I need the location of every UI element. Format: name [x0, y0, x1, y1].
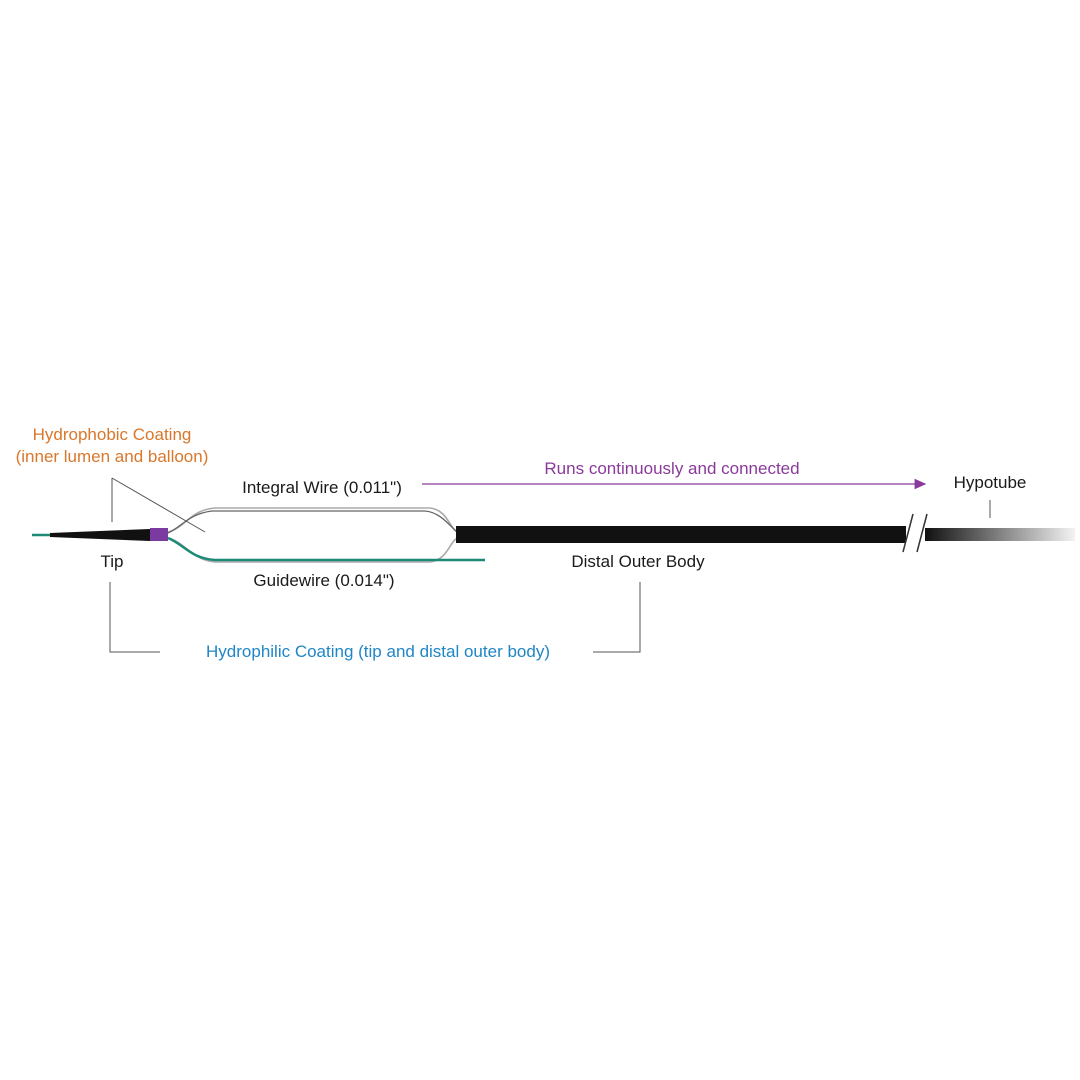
guidewire [167, 536, 485, 562]
distal-outer-body-shaft [456, 526, 906, 543]
hydrophobic-leader-2 [111, 477, 206, 533]
tip-label: Tip [101, 552, 124, 571]
hydrophilic-bracket-right [593, 582, 641, 653]
guidewire-label: Guidewire (0.014") [253, 571, 394, 590]
shaft-break-mark-2 [916, 513, 928, 553]
catheter-tip [50, 529, 150, 541]
distal-outer-body-label: Distal Outer Body [571, 552, 705, 571]
hypotube-label: Hypotube [954, 473, 1027, 492]
integral-wire-label: Integral Wire (0.011") [242, 478, 402, 497]
tip-marker-band [150, 528, 168, 541]
hydrophilic-bracket-left [109, 582, 160, 653]
runs-continuously-label: Runs continuously and connected [544, 459, 799, 478]
hydrophobic-label-line1: Hydrophobic Coating [33, 425, 192, 444]
hydrophobic-label-line2: (inner lumen and balloon) [16, 447, 209, 466]
hypotube-shaft [925, 528, 1075, 541]
balloon-outline [167, 507, 459, 563]
hydrophilic-label: Hydrophilic Coating (tip and distal oute… [206, 642, 550, 661]
integral-wire [167, 510, 459, 534]
shaft-break-mark-1 [902, 513, 914, 553]
